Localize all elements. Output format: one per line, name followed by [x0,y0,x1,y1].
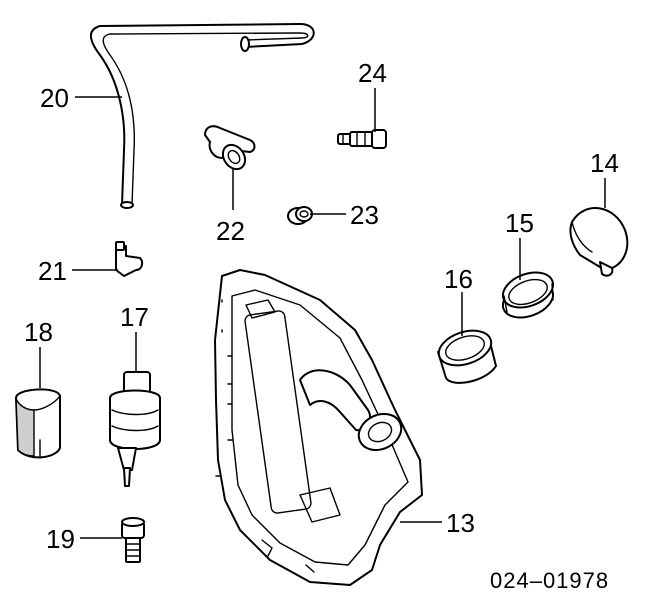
callout-16: 16 [444,264,473,294]
callout-14: 14 [590,148,619,178]
part-24-connector [337,129,387,149]
part-15-ring [501,271,555,319]
callout-17: 17 [120,302,149,332]
part-21-clip [115,241,144,277]
callout-23: 23 [350,200,379,230]
part-13-reservoir [214,269,423,586]
drawing-code: 024–01978 [490,568,609,593]
callout-13: 13 [446,508,475,538]
part-20-hose [90,23,315,209]
callout-18: 18 [24,317,53,347]
part-14-cap [569,207,629,277]
callout-21: 21 [38,256,67,286]
part-17-pump [109,371,161,487]
callout-19: 19 [46,524,75,554]
part-16-sleeve [437,329,497,384]
leader-lines [39,88,606,539]
part-18-bracket [15,388,61,459]
callout-15: 15 [505,208,534,238]
callout-24: 24 [358,58,387,88]
callout-22: 22 [216,216,245,246]
part-23-grommet [287,206,313,225]
callout-labels: 20 24 22 23 21 14 15 16 17 18 19 13 [24,58,619,554]
part-22-elbow [204,125,256,171]
callout-20: 20 [40,83,69,113]
part-19-bolt [121,517,145,563]
